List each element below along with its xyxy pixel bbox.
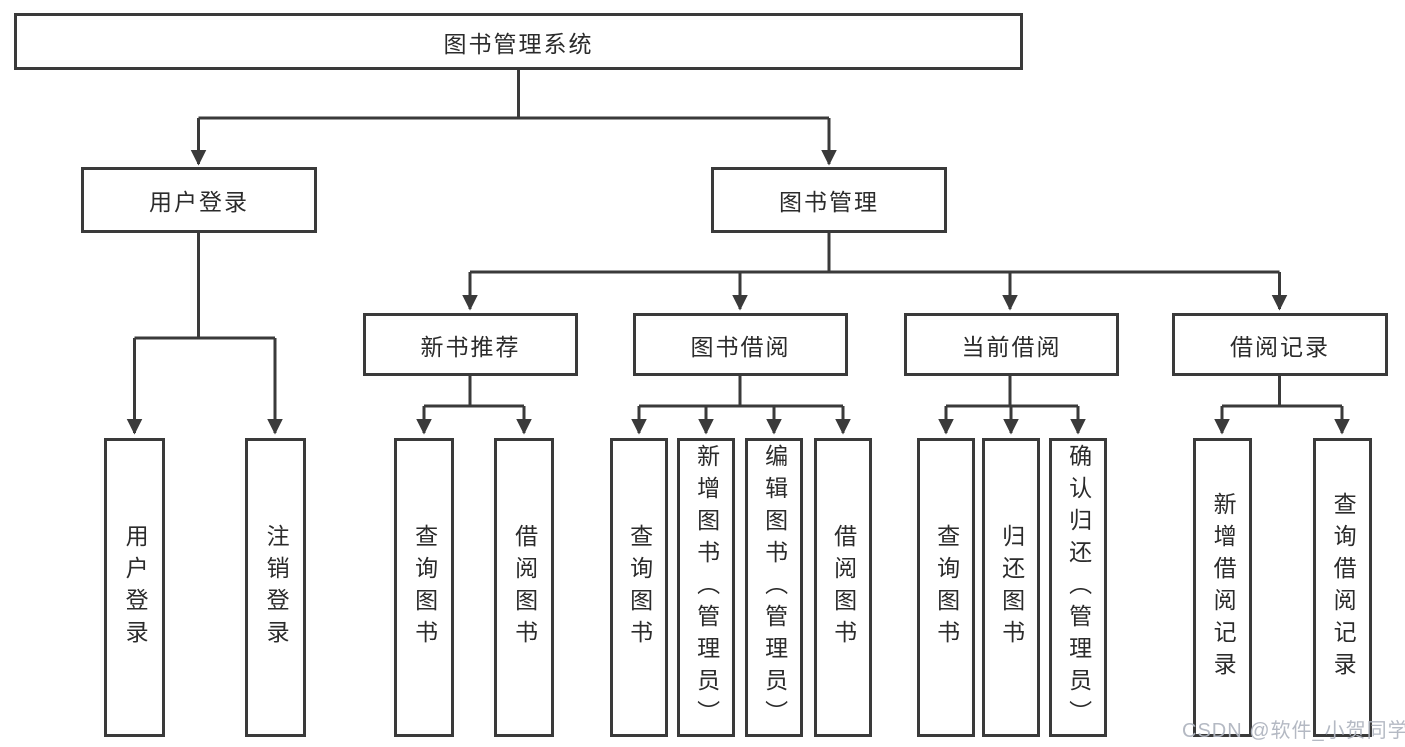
node-borrow-books-recommend: 借阅图书 xyxy=(494,438,554,737)
node-book-borrow: 图书借阅 xyxy=(633,313,848,376)
node-current-borrow: 当前借阅 xyxy=(904,313,1119,376)
node-edit-books-admin: 编辑图书（管理员） xyxy=(745,438,803,737)
node-query-books-current: 查询图书 xyxy=(917,438,975,737)
node-user-login: 用户登录 xyxy=(81,167,317,233)
node-borrow-records: 借阅记录 xyxy=(1172,313,1388,376)
node-new-book-recommend: 新书推荐 xyxy=(363,313,578,376)
node-book-management: 图书管理 xyxy=(711,167,947,233)
csdn-watermark: CSDN @软件_小贺同学 xyxy=(1182,720,1405,742)
node-add-books-admin: 新增图书（管理员） xyxy=(677,438,735,737)
node-confirm-return-admin: 确认归还（管理员） xyxy=(1049,438,1107,737)
node-query-books-recommend: 查询图书 xyxy=(394,438,454,737)
connector-borrow-records-tee xyxy=(1222,375,1342,408)
node-borrow-books-borrow: 借阅图书 xyxy=(814,438,872,737)
node-user-login-action: 用户登录 xyxy=(104,438,165,737)
connector-user-login-tee xyxy=(134,232,275,340)
node-return-books: 归还图书 xyxy=(982,438,1040,737)
node-library-management-system: 图书管理系统 xyxy=(14,13,1023,70)
connector-new-books-tee xyxy=(424,375,524,408)
connector-book-management-tee xyxy=(470,232,1280,274)
node-query-books-borrow: 查询图书 xyxy=(610,438,668,737)
connector-root-tee xyxy=(198,69,829,120)
node-query-borrow-record: 查询借阅记录 xyxy=(1313,438,1372,737)
node-add-borrow-record: 新增借阅记录 xyxy=(1193,438,1252,737)
connector-book-borrow-tee xyxy=(639,375,843,408)
connector-current-borrow-tee xyxy=(946,375,1078,408)
node-logout-action: 注销登录 xyxy=(245,438,306,737)
